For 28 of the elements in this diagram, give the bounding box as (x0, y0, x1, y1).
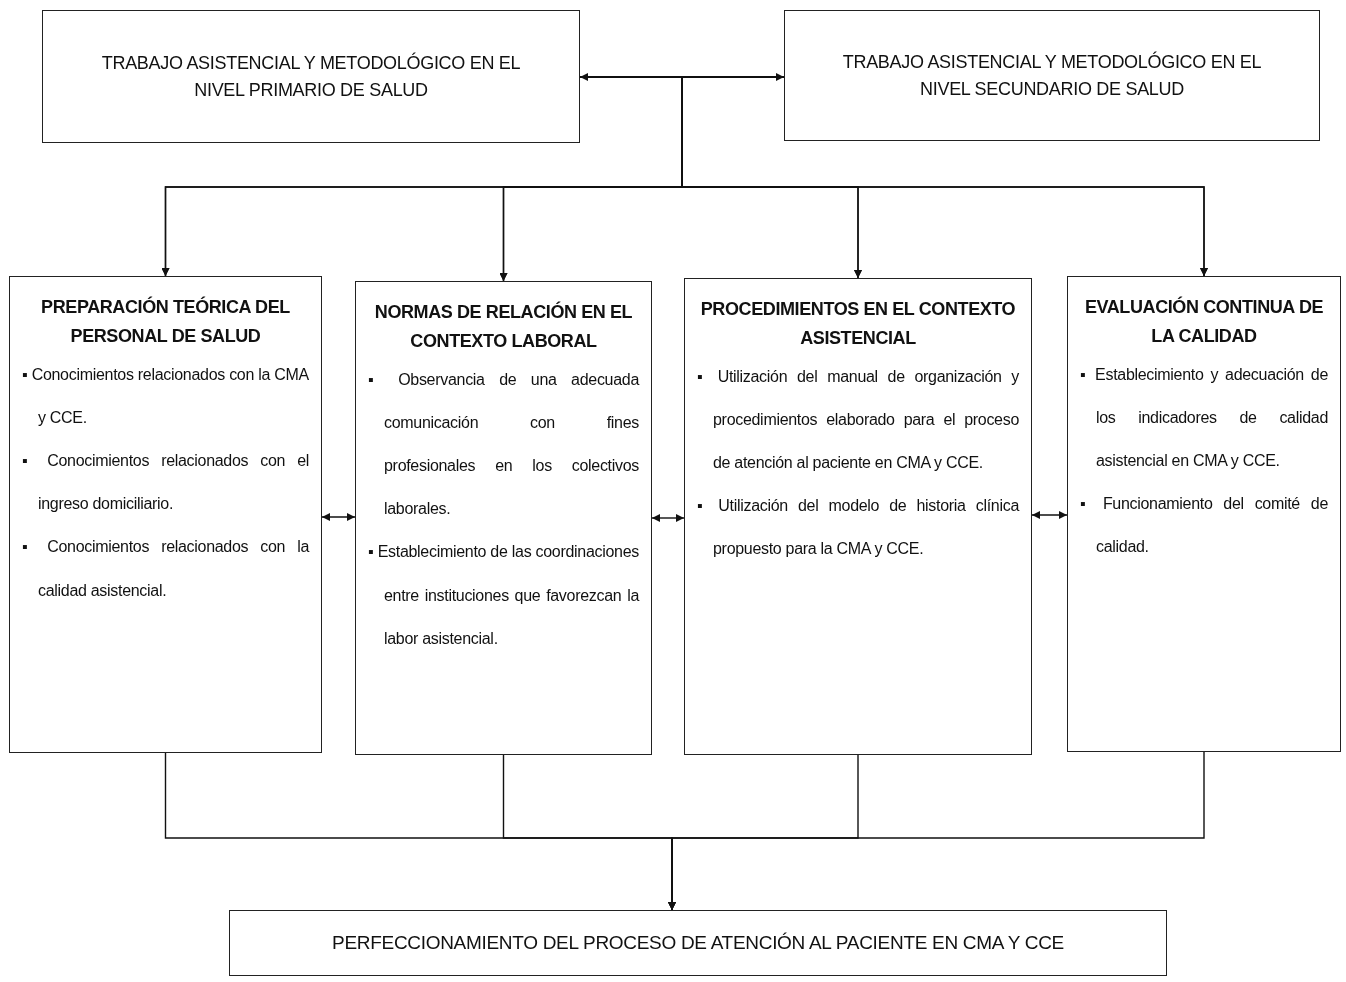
box-heading: EVALUACIÓN CONTINUA DE LA CALIDAD (1083, 295, 1325, 348)
process-box (684, 278, 1032, 755)
arrow (681, 76, 1208, 277)
bullet-item: ▪ Conocimientos relacionados con la calidad asistencial. (22, 537, 309, 601)
arrow (321, 513, 356, 521)
process-box (784, 10, 1320, 141)
box-title: TRABAJO ASISTENCIAL Y METODOLÓGICO EN EL NIVEL SECUNDARIO DE SALUD (841, 50, 1263, 101)
process-box (1067, 276, 1341, 752)
bullet-item: ▪ Utilización del manual de organización y procedimientos elaborado para el proceso de atención al paciente en CMA y CCE. (697, 366, 1019, 473)
box-heading: PROCEDIMIENTOS EN EL CONTEXTO ASISTENCIAL (699, 298, 1017, 350)
process-box (42, 10, 580, 143)
process-box (229, 910, 1167, 976)
process-box (9, 276, 322, 753)
bullet-item: ▪ Establecimiento de las coordinaciones entre instituciones que favorezcan la labor asistencial. (368, 542, 639, 649)
bullet-item: ▪ Conocimientos relacionados con el ingreso domiciliario. (22, 450, 309, 515)
box-title: TRABAJO ASISTENCIAL Y METODOLÓGICO EN EL NIVEL PRIMARIO DE SALUD (100, 51, 522, 102)
arrow (668, 751, 1205, 911)
bullet-item: ▪ Establecimiento y adecuación de los indicadores de calidad asistencial en CMA y CCE. (1080, 364, 1328, 471)
bullet-item: ▪ Conocimientos relacionados con la CMA y CCE. (22, 364, 309, 428)
bullet-item: ▪ Utilización del modelo de historia clínica propuesto para la CMA y CCE. (697, 496, 1019, 560)
box-heading: PREPARACIÓN TEÓRICA DEL PERSONAL DE SALUD (40, 295, 291, 348)
bullet-item: ▪ Funcionamiento del comité de calidad. (1080, 494, 1328, 558)
box-heading: NORMAS DE RELACIÓN EN EL CONTEXTO LABORAL (373, 300, 634, 353)
bullet-item: ▪ Observancia de una adecuada comunicación con fines profesionales en los colectivos laborales. (368, 369, 639, 520)
arrow (1031, 511, 1068, 519)
process-box (355, 281, 652, 755)
box-title: PERFECCIONAMIENTO DEL PROCESO DE ATENCIÓN AL PACIENTE EN CMA Y CCE (331, 931, 1065, 956)
arrow (651, 514, 685, 522)
